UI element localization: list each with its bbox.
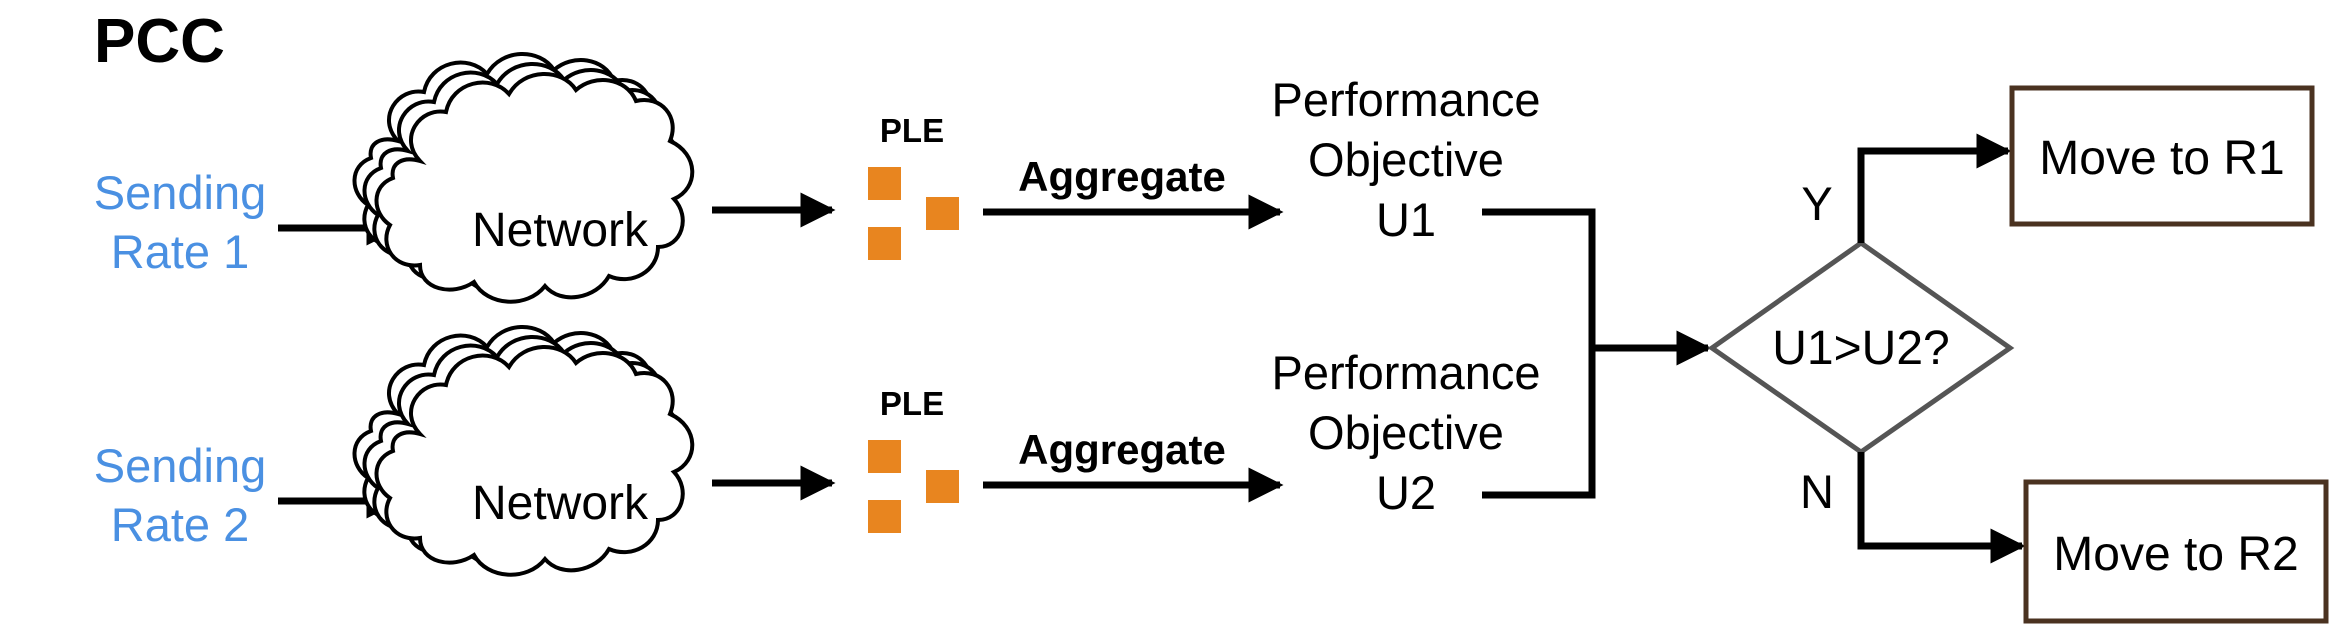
network-cloud: [352, 52, 695, 304]
diagram-title: PCC: [94, 7, 225, 76]
ple-square: [926, 470, 959, 503]
performance-objective-label: Performance: [1271, 346, 1540, 399]
ple-square: [868, 167, 901, 200]
yes-branch-arrow: [1857, 133, 2012, 243]
merge-connector: [1482, 208, 1596, 499]
aggregate-label: Aggregate: [1018, 426, 1226, 473]
ple-square: [868, 227, 901, 260]
yes-label: Y: [1801, 177, 1832, 230]
ple-label: PLE: [880, 112, 944, 149]
ple-square: [868, 440, 901, 473]
outcome-label-r1: Move to R1: [2039, 132, 2284, 185]
ple-label: PLE: [880, 385, 944, 422]
sending-rate-label: Rate 1: [111, 225, 249, 278]
performance-objective-label: Objective: [1308, 406, 1504, 459]
network-label: Network: [472, 204, 649, 257]
performance-objective-label: Objective: [1308, 133, 1504, 186]
performance-objective-label: Performance: [1271, 73, 1540, 126]
aggregate-label: Aggregate: [1018, 153, 1226, 200]
no-label: N: [1800, 465, 1834, 518]
no-branch-arrow: [1857, 452, 2026, 564]
outcome-box-r1: [2009, 85, 2315, 227]
ple-square: [926, 197, 959, 230]
row-1: Sending Rate 1 Network PLE Aggregate Per…: [94, 52, 1541, 304]
outcome-label-r2: Move to R2: [2053, 528, 2298, 581]
sending-rate-label: Sending: [94, 166, 267, 219]
network-label: Network: [472, 477, 649, 530]
utility-label: U1: [1376, 193, 1436, 246]
sending-rate-label: Sending: [94, 439, 267, 492]
outcome-box-r2: [2023, 479, 2329, 624]
network-cloud: [352, 325, 695, 577]
decision-condition: U1>U2?: [1772, 322, 1949, 375]
utility-label: U2: [1376, 466, 1436, 519]
ple-square: [868, 500, 901, 533]
row-2: Sending Rate 2 Network PLE Aggregate Per…: [94, 325, 1541, 577]
sending-rate-label: Rate 2: [111, 498, 249, 551]
